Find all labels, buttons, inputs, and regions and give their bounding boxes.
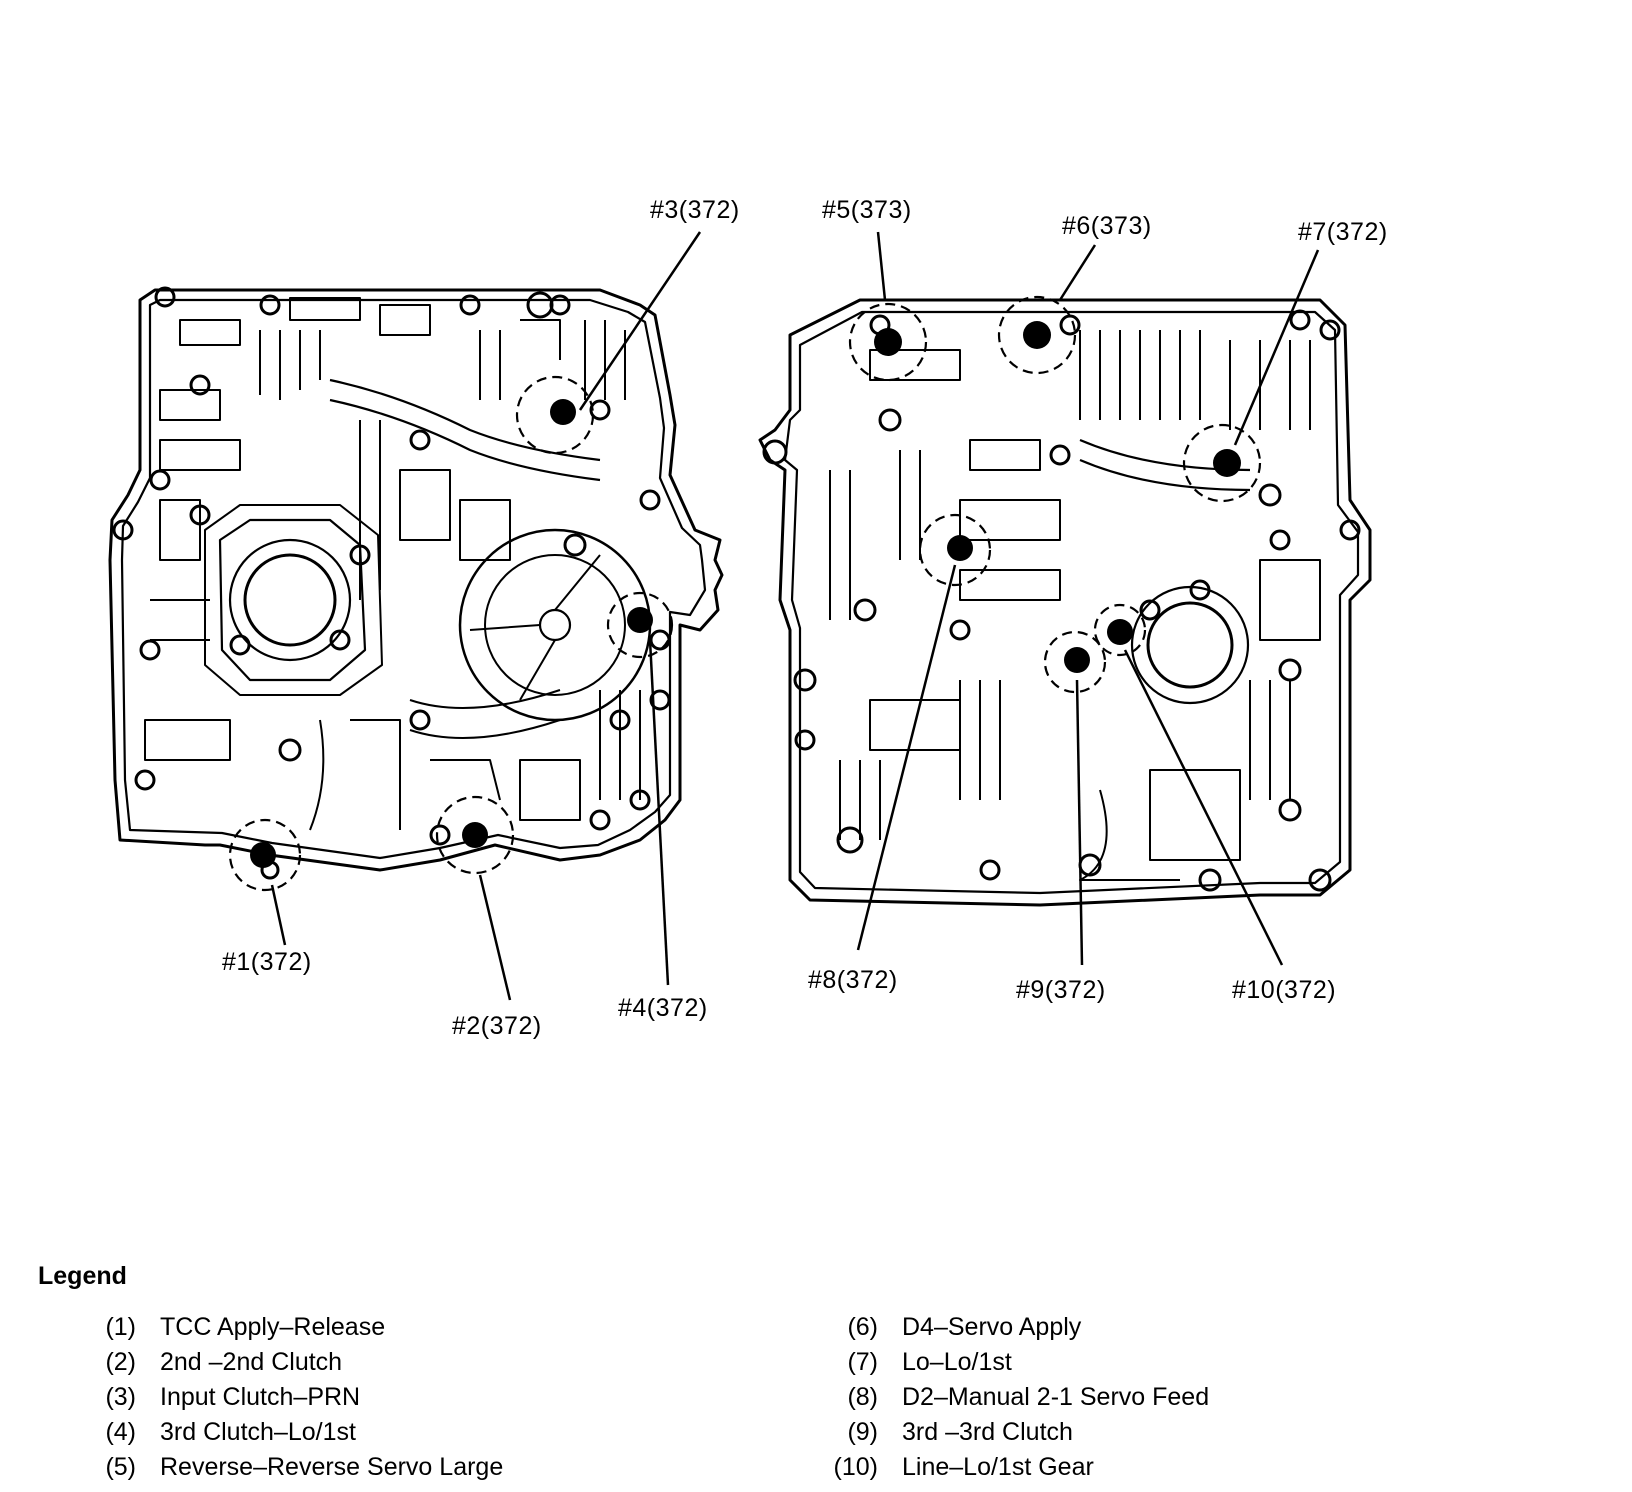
callout-3: #3(372) [650, 196, 740, 224]
legend-text: Input Clutch–PRN [160, 1383, 361, 1411]
legend-item: (7) Lo–Lo/1st [822, 1345, 1209, 1380]
legend-item: (2) 2nd –2nd Clutch [80, 1345, 503, 1380]
checkball-6 [1023, 321, 1051, 349]
legend-title: Legend [38, 1262, 127, 1290]
leader-line-9 [1075, 679, 1084, 966]
leader-line-8 [856, 564, 957, 951]
legend-text: 3rd Clutch–Lo/1st [160, 1418, 356, 1446]
leader-line-3 [578, 231, 702, 411]
leader-line-7 [1233, 249, 1320, 446]
legend-text: 2nd –2nd Clutch [160, 1348, 343, 1376]
legend-right-column: (6) D4–Servo Apply (7) Lo–Lo/1st (8) D2–Man… [822, 1310, 1210, 1485]
legend-item: (9) 3rd –3rd Clutch [822, 1415, 1209, 1450]
legend-item: (6) D4–Servo Apply [822, 1310, 1209, 1345]
checkball-7 [1213, 449, 1241, 477]
checkball-5 [874, 328, 902, 356]
legend-text: TCC Apply–Release [160, 1313, 386, 1341]
left-valve-plate-outline [108, 288, 724, 872]
right-valve-plate-outline [758, 298, 1372, 907]
checkball-10 [1107, 619, 1133, 645]
legend-text: Lo–Lo/1st [902, 1348, 1012, 1376]
legend-text: Line–Lo/1st Gear [902, 1453, 1094, 1481]
callout-9: #9(372) [1016, 976, 1106, 1004]
checkball-8 [947, 535, 973, 561]
legend-number: (1) [105, 1313, 136, 1341]
callout-5: #5(373) [822, 196, 912, 224]
legend-item: (8) D2–Manual 2-1 Servo Feed [822, 1380, 1209, 1415]
checkball-1 [250, 842, 276, 868]
checkball-2 [462, 822, 488, 848]
callout-2: #2(372) [452, 1012, 542, 1040]
legend-number: (6) [847, 1313, 878, 1341]
legend-number: (4) [105, 1418, 136, 1446]
leader-line-5 [876, 231, 887, 301]
leader-line-6 [1058, 244, 1097, 301]
legend-text: 3rd –3rd Clutch [902, 1418, 1073, 1446]
checkball-9 [1064, 647, 1090, 673]
callout-1: #1(372) [222, 948, 312, 976]
callout-6: #6(373) [1062, 212, 1152, 240]
leader-line-4 [648, 639, 670, 986]
legend-number: (5) [105, 1453, 136, 1481]
legend-text: D2–Manual 2-1 Servo Feed [902, 1383, 1210, 1411]
legend-number: (2) [105, 1348, 136, 1376]
legend-item: (4) 3rd Clutch–Lo/1st [80, 1415, 503, 1450]
callout-7: #7(372) [1298, 218, 1388, 246]
legend-item: (1) TCC Apply–Release [80, 1310, 503, 1345]
callout-10: #10(372) [1232, 976, 1337, 1004]
legend-left-column: (1)TCC Apply–Release (2)2nd –2nd Clutch … [80, 1310, 503, 1485]
legend-number: (3) [105, 1383, 136, 1411]
valve-body-diagram [108, 231, 1372, 1001]
leader-line-10 [1123, 649, 1284, 966]
checkball-4 [627, 607, 653, 633]
legend-item: (3) Input Clutch–PRN [80, 1380, 503, 1415]
legend-number: (7) [847, 1348, 878, 1376]
legend-text: D4–Servo Apply [902, 1313, 1082, 1341]
legend-item: (10) Line–Lo/1st Gear [822, 1450, 1209, 1485]
legend-item: (5) Reverse–Reverse Servo Large [80, 1450, 503, 1485]
right-bore [1146, 601, 1234, 689]
callout-4: #4(372) [618, 994, 708, 1022]
leader-line-2 [478, 874, 512, 1001]
legend-text: Reverse–Reverse Servo Large [160, 1453, 504, 1481]
left-bore [243, 553, 337, 647]
legend-number: (10) [833, 1453, 878, 1481]
legend-number: (8) [847, 1383, 878, 1411]
callout-8: #8(372) [808, 966, 898, 994]
leader-line-1 [270, 884, 287, 946]
legend-number: (9) [847, 1418, 878, 1446]
checkball-3 [550, 399, 576, 425]
